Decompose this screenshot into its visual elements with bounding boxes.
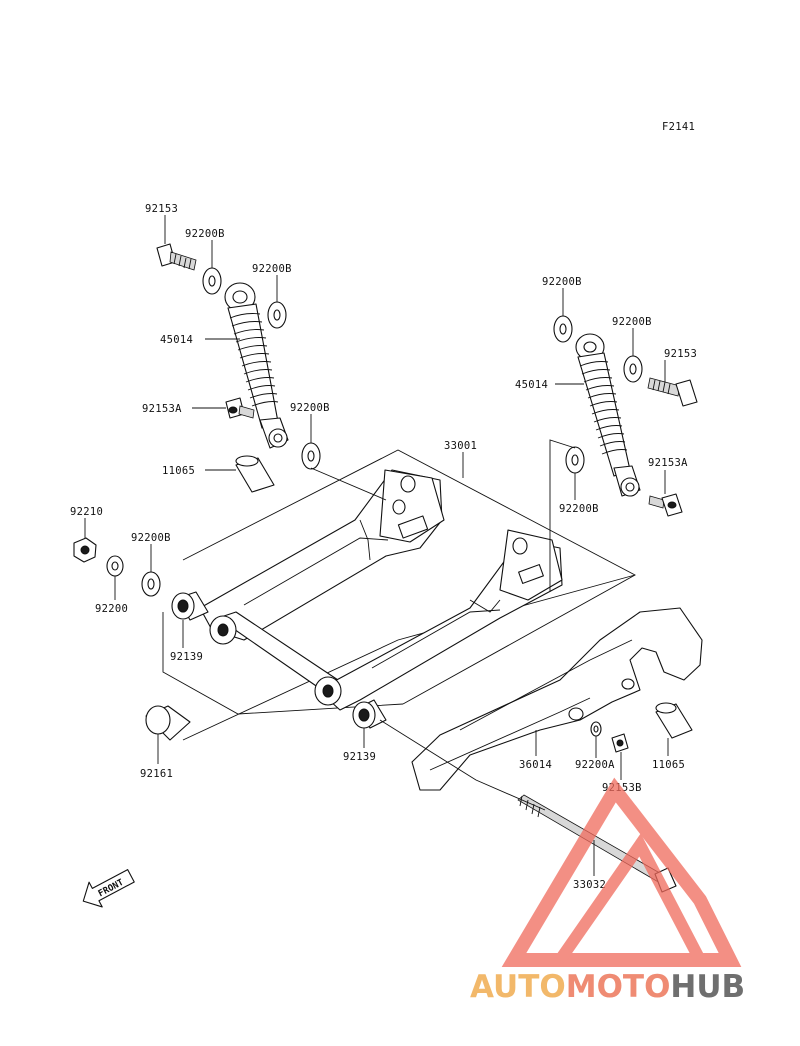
bolt-92153-left [156, 243, 197, 271]
washer-92200b-7 [565, 446, 585, 474]
collar-92161 [145, 705, 191, 741]
front-direction-arrow: FRONT [82, 869, 135, 908]
washer-92200b-2 [267, 301, 287, 329]
assembly-outline [162, 449, 636, 741]
label-45014-right: 45014 [515, 379, 548, 391]
label-92200b-5: 92200B [542, 276, 582, 288]
figure-code: F2141 [662, 121, 695, 133]
bolt-92153-right [647, 377, 698, 407]
left-shock-absorber [224, 282, 289, 449]
label-92139-left: 92139 [170, 651, 203, 663]
watermark-logo: AUTOMOTOHUB [470, 777, 745, 1005]
washer-92200b-5 [553, 315, 573, 343]
label-92153: 92153 [145, 203, 178, 215]
chain-guard [411, 607, 703, 791]
left-shock-spring [229, 313, 279, 407]
label-92210: 92210 [70, 506, 103, 518]
label-36014: 36014 [519, 759, 552, 771]
label-92200b-2: 92200B [252, 263, 292, 275]
swing-arm [199, 469, 563, 711]
bushing-92139-mid [352, 699, 387, 729]
bolt-92153a-left [225, 397, 255, 419]
watermark-triangle-icon [501, 777, 742, 967]
label-92153-right: 92153 [664, 348, 697, 360]
nut-92210 [73, 537, 97, 563]
label-92153a-left: 92153A [142, 403, 182, 415]
label-92200b-1: 92200B [185, 228, 225, 240]
label-92200b-7: 92200B [559, 503, 599, 515]
washer-92200b-1 [202, 267, 222, 295]
washer-92200 [106, 555, 124, 577]
washer-92200b-3 [301, 442, 321, 470]
label-11065-left: 11065 [162, 465, 195, 477]
right-shock-absorber [575, 333, 641, 497]
watermark-text: AUTOMOTOHUB [470, 969, 745, 1005]
bolt-92153a-right [648, 493, 683, 517]
washer-92200b-4 [141, 571, 161, 597]
label-92139-mid: 92139 [343, 751, 376, 763]
right-shock-spring [579, 361, 628, 455]
label-45014-left: 45014 [160, 334, 193, 346]
label-92161: 92161 [140, 768, 173, 780]
label-11065-right: 11065 [652, 759, 685, 771]
label-92200a: 92200A [575, 759, 615, 771]
label-92200b-3: 92200B [290, 402, 330, 414]
washer-92200b-6 [623, 355, 643, 383]
label-92200b-6: 92200B [612, 316, 652, 328]
label-92200b-4: 92200B [131, 532, 171, 544]
label-33001: 33001 [444, 440, 477, 452]
bushing-92139-left [171, 591, 209, 621]
label-92200: 92200 [95, 603, 128, 615]
collar-11065-left [235, 455, 275, 493]
washer-92200a [590, 721, 602, 737]
part-labels: 92153 92200B 92200B 45014 92153A 92200B … [70, 203, 697, 891]
leader-lines [84, 215, 669, 876]
bolt-92153b [611, 733, 629, 753]
label-33032: 33032 [573, 879, 606, 891]
collar-11065-right [655, 702, 693, 739]
label-92153a-right: 92153A [648, 457, 688, 469]
